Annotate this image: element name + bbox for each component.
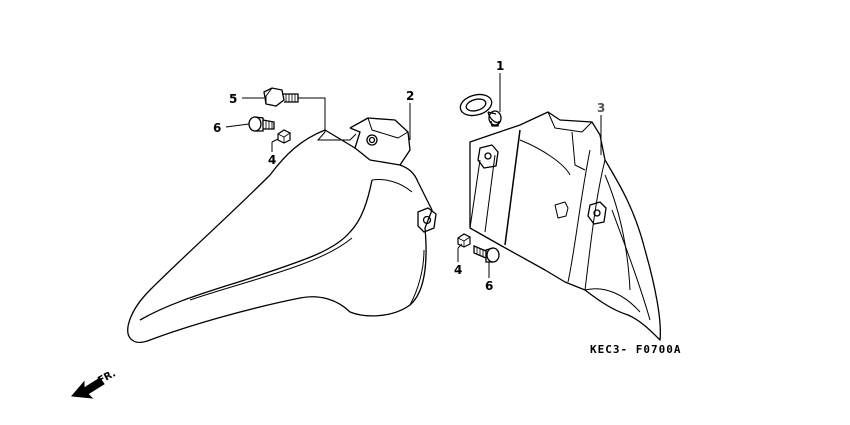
nut-upper (277, 129, 291, 144)
screw-lower (473, 245, 500, 263)
reference-code: KEC3- F0700A (590, 343, 681, 356)
nut-lower (457, 233, 471, 248)
callout-5: 5 (229, 92, 237, 106)
callout-1: 1 (496, 59, 504, 73)
front-direction-label: FR. (96, 368, 118, 386)
flange-bolt (263, 87, 299, 107)
front-fender (127, 117, 437, 344)
callout-4-lower: 4 (454, 263, 462, 277)
grommet-clip (459, 93, 502, 127)
callout-3: 3 (597, 101, 605, 115)
callout-4-upper: 4 (268, 153, 276, 167)
callout-6-upper: 6 (213, 121, 221, 135)
callout-2: 2 (406, 89, 414, 103)
screw-upper (248, 116, 275, 132)
inner-fender (469, 111, 661, 341)
leader-lines (225, 73, 602, 278)
callout-6-lower: 6 (485, 279, 493, 293)
front-direction-arrow-icon: FR. (70, 368, 118, 399)
